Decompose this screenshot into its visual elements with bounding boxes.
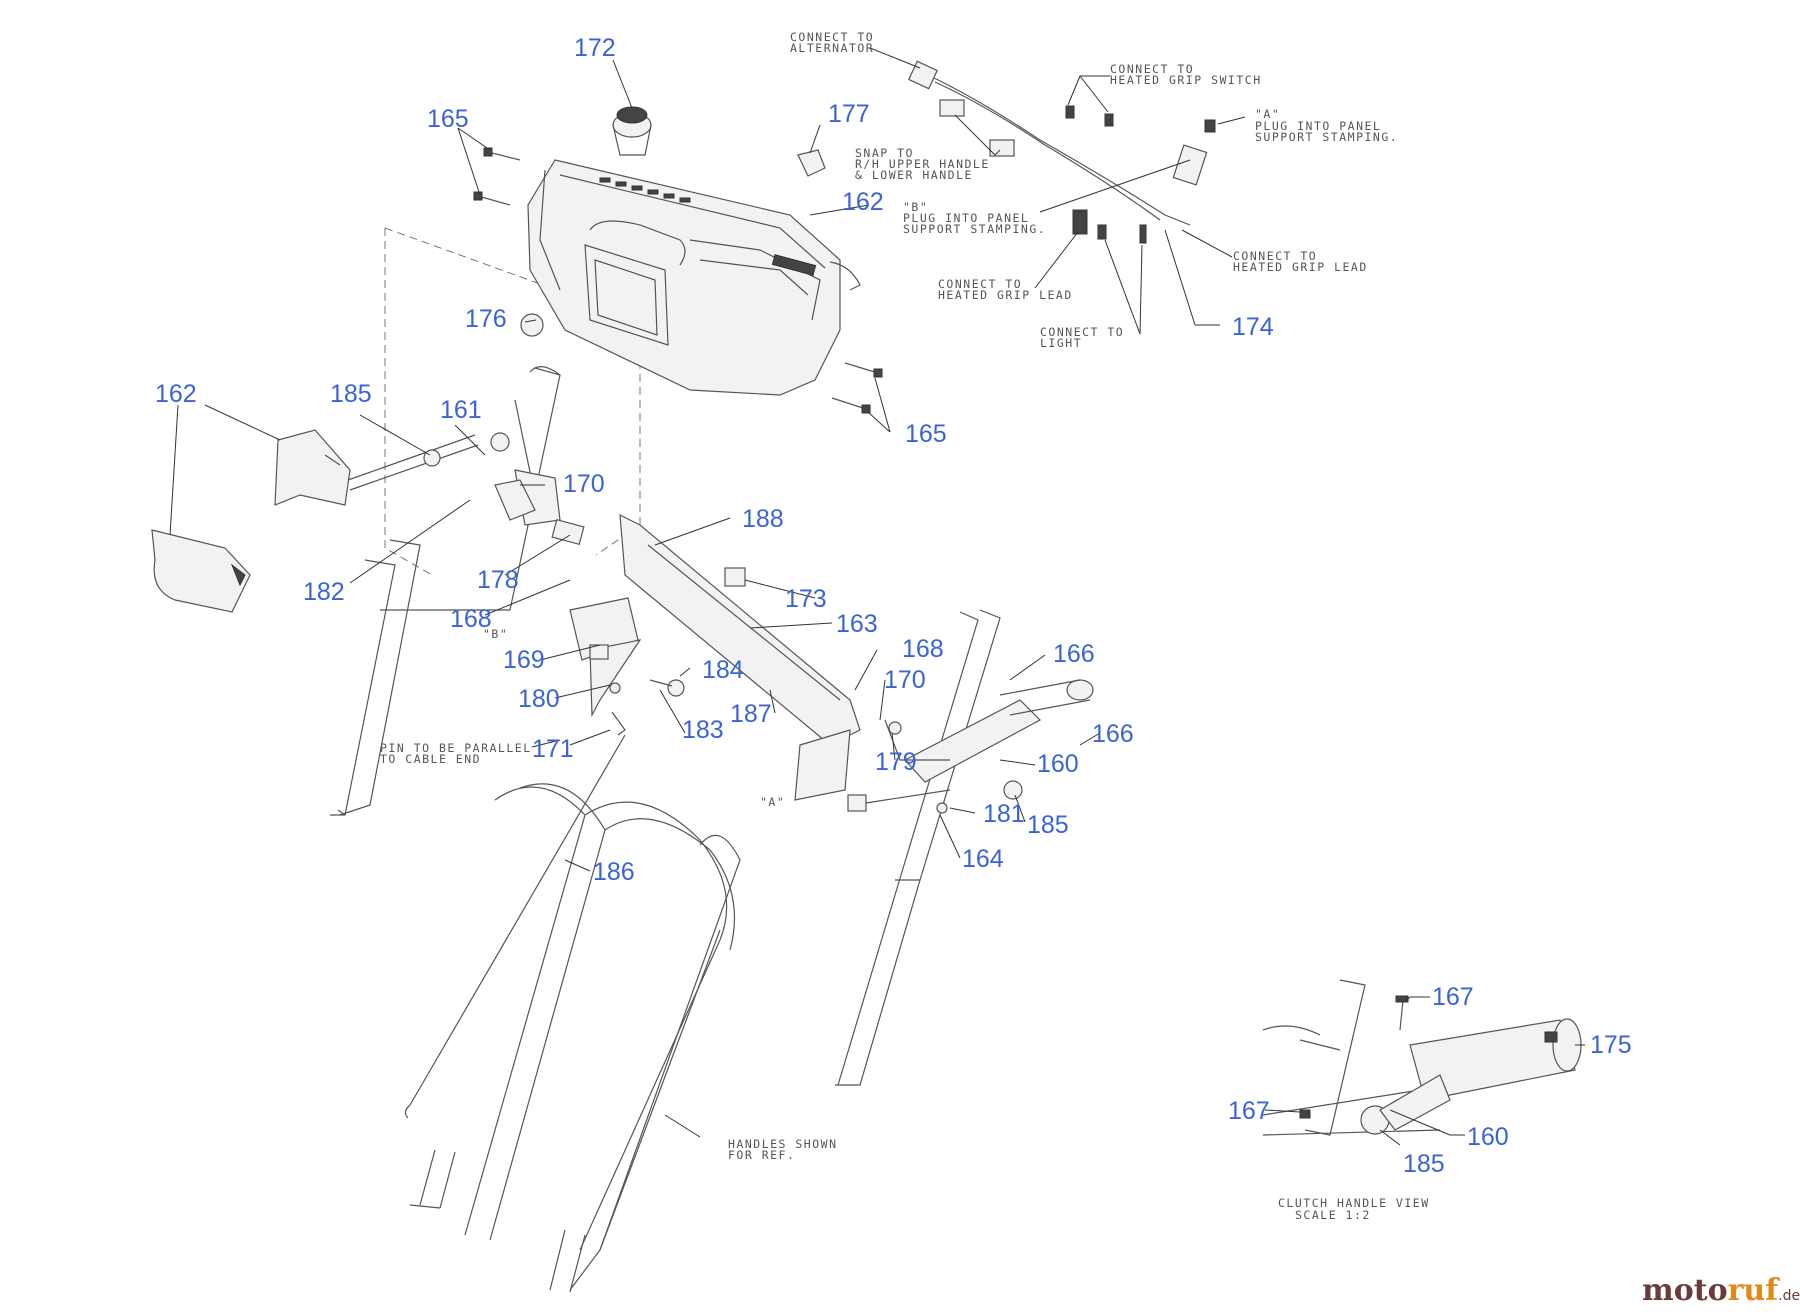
callout-181: 181 bbox=[983, 800, 1025, 828]
leader-lines bbox=[169, 47, 1585, 1146]
callout-161: 161 bbox=[440, 396, 482, 424]
note-clutch-view-2: SCALE 1:2 bbox=[1295, 1208, 1371, 1222]
callout-182: 182 bbox=[303, 578, 345, 606]
note-connect-alternator-2: ALTERNATOR bbox=[790, 41, 874, 55]
note-plug-a-3: SUPPORT STAMPING. bbox=[1255, 130, 1398, 144]
callout-167-bottom: 167 bbox=[1228, 1097, 1270, 1125]
callout-184: 184 bbox=[702, 656, 744, 684]
callout-179: 179 bbox=[875, 748, 917, 776]
watermark-logo: motoruf.de bbox=[1642, 1273, 1800, 1308]
note-plug-b-2: PLUG INTO PANEL bbox=[903, 211, 1029, 225]
note-pin-1: PIN TO BE PARALLEL bbox=[380, 741, 532, 755]
callout-185-right: 185 bbox=[1027, 811, 1069, 839]
console-panel-drawing bbox=[527, 159, 861, 396]
callout-163: 163 bbox=[836, 610, 878, 638]
callout-160-inset: 160 bbox=[1467, 1123, 1509, 1151]
callout-178: 178 bbox=[477, 566, 519, 594]
watermark-suffix: .de bbox=[1778, 1288, 1800, 1304]
note-pin-2: TO CABLE END bbox=[380, 752, 481, 766]
callout-166-top: 166 bbox=[1053, 640, 1095, 668]
note-heated-grip-lead-left-2: HEATED GRIP LEAD bbox=[938, 288, 1073, 302]
note-plug-b-1: "B" bbox=[903, 200, 928, 214]
note-heated-grip-lead-left-1: CONNECT TO bbox=[938, 277, 1022, 291]
callout-166-bottom: 166 bbox=[1092, 720, 1134, 748]
note-heated-grip-lead-right-2: HEATED GRIP LEAD bbox=[1233, 260, 1368, 274]
callout-168-right: 168 bbox=[902, 635, 944, 663]
callout-172: 172 bbox=[574, 34, 616, 62]
control-handle-drawing bbox=[330, 366, 1094, 1086]
diagram-notes: CONNECT TO ALTERNATOR CONNECT TO HEATED … bbox=[380, 30, 1430, 1222]
callout-185-inset: 185 bbox=[1403, 1150, 1445, 1178]
callout-169: 169 bbox=[503, 646, 545, 674]
note-heated-grip-switch-1: CONNECT TO bbox=[1110, 62, 1194, 76]
callout-165-top: 165 bbox=[427, 105, 469, 133]
console-slots bbox=[599, 177, 691, 203]
callout-170-right: 170 bbox=[884, 666, 926, 694]
callout-160: 160 bbox=[1037, 750, 1079, 778]
plug-drawing bbox=[520, 313, 544, 337]
note-handles-2: FOR REF. bbox=[728, 1148, 795, 1162]
note-connect-alternator-1: CONNECT TO bbox=[790, 30, 874, 44]
clutch-handle-view-drawing bbox=[1262, 979, 1582, 1136]
callout-165-bottom: 165 bbox=[905, 420, 947, 448]
note-snap-3: & LOWER HANDLE bbox=[855, 168, 973, 182]
callout-185-left: 185 bbox=[330, 380, 372, 408]
callout-180: 180 bbox=[518, 685, 560, 713]
callout-167-top: 167 bbox=[1432, 983, 1474, 1011]
note-clutch-view-1: CLUTCH HANDLE VIEW bbox=[1278, 1196, 1430, 1210]
deflector-drawing bbox=[151, 429, 351, 613]
clip-drawing bbox=[797, 149, 826, 177]
note-snap-2: R/H UPPER HANDLE bbox=[855, 157, 990, 171]
callout-170-top: 170 bbox=[563, 470, 605, 498]
note-heated-grip-switch-2: HEATED GRIP SWITCH bbox=[1110, 73, 1262, 87]
callout-176: 176 bbox=[465, 305, 507, 333]
note-light-2: LIGHT bbox=[1040, 336, 1082, 350]
wire-harness-drawing bbox=[908, 60, 1216, 244]
callout-162-console: 162 bbox=[842, 188, 884, 216]
callout-177: 177 bbox=[828, 100, 870, 128]
note-handles-1: HANDLES SHOWN bbox=[728, 1137, 838, 1151]
callout-162-deflector: 162 bbox=[155, 380, 197, 408]
note-light-1: CONNECT TO bbox=[1040, 325, 1124, 339]
callout-183: 183 bbox=[682, 716, 724, 744]
callout-175: 175 bbox=[1590, 1031, 1632, 1059]
callout-187: 187 bbox=[730, 700, 772, 728]
callout-171: 171 bbox=[532, 735, 574, 763]
callout-164: 164 bbox=[962, 845, 1004, 873]
note-plug-a-2: PLUG INTO PANEL bbox=[1255, 119, 1381, 133]
bolts-drawing bbox=[473, 147, 883, 414]
callout-174: 174 bbox=[1232, 313, 1274, 341]
knob-drawing bbox=[612, 106, 652, 156]
callout-188: 188 bbox=[742, 505, 784, 533]
note-ref-b: "B" bbox=[483, 627, 508, 641]
svg-text:motoruf.de: motoruf.de bbox=[1642, 1273, 1800, 1308]
callout-173: 173 bbox=[785, 585, 827, 613]
note-heated-grip-lead-right-1: CONNECT TO bbox=[1233, 249, 1317, 263]
callout-168-left: 168 bbox=[450, 605, 492, 633]
lower-handles-drawing bbox=[337, 734, 741, 1293]
note-plug-b-3: SUPPORT STAMPING. bbox=[903, 222, 1046, 236]
note-plug-a-1: "A" bbox=[1255, 107, 1280, 121]
part-number-callouts: 172 165 177 162 176 174 165 162 185 161 … bbox=[155, 34, 1632, 1178]
note-ref-a: "A" bbox=[760, 795, 785, 809]
watermark-part1: moto bbox=[1642, 1273, 1728, 1308]
watermark-part2: ruf bbox=[1728, 1273, 1781, 1308]
note-snap-1: SNAP TO bbox=[855, 146, 914, 160]
callout-186: 186 bbox=[593, 858, 635, 886]
